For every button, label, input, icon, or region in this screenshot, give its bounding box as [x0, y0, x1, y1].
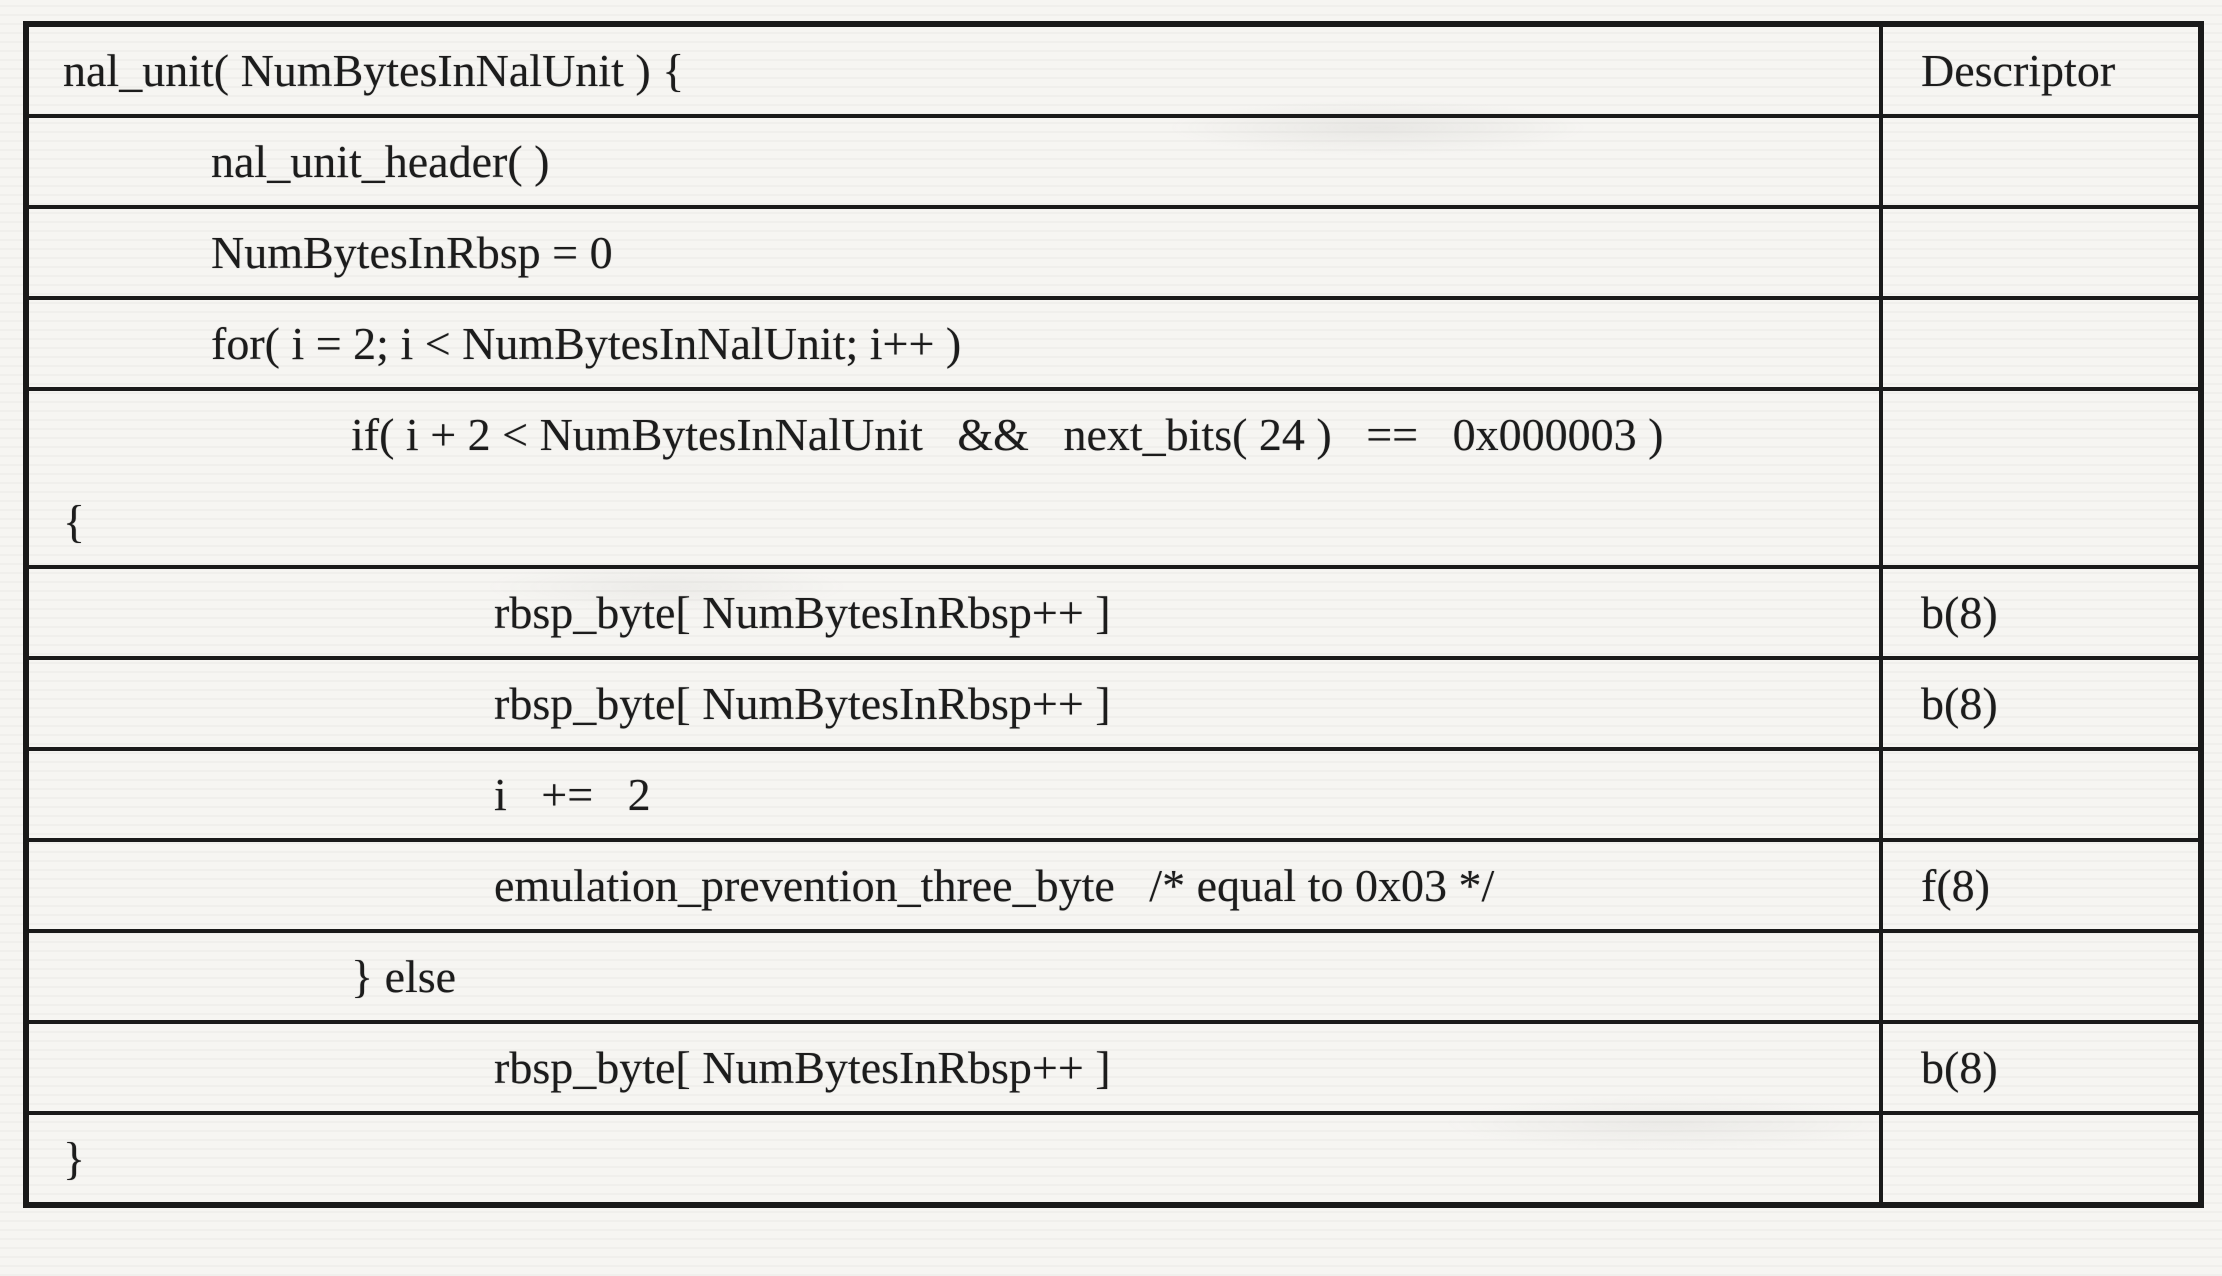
syntax-line: rbsp_byte[ NumBytesInRbsp++ ] — [494, 678, 1111, 729]
descriptor-cell — [1879, 1111, 2203, 1207]
table-row: } else — [24, 929, 2203, 1024]
table-row: i += 2 — [24, 747, 2203, 842]
descriptor-cell: b(8) — [1879, 656, 2203, 751]
syntax-line: nal_unit_header( ) — [211, 136, 550, 187]
syntax-line: for( i = 2; i < NumBytesInNalUnit; i++ ) — [211, 318, 962, 369]
descriptor-cell — [1879, 114, 2203, 209]
table-row: for( i = 2; i < NumBytesInNalUnit; i++ ) — [24, 296, 2203, 391]
table-row: nal_unit_header( ) — [24, 114, 2203, 209]
syntax-cell: emulation_prevention_three_byte /* equal… — [24, 838, 1883, 933]
table-row: if( i + 2 < NumBytesInNalUnit && next_bi… — [24, 387, 2203, 569]
descriptor-cell: b(8) — [1879, 565, 2203, 660]
table-row: emulation_prevention_three_byte /* equal… — [24, 838, 2203, 933]
syntax-line: } — [63, 1133, 86, 1184]
table-row: rbsp_byte[ NumBytesInRbsp++ ] b(8) — [24, 656, 2203, 751]
syntax-cell: rbsp_byte[ NumBytesInRbsp++ ] — [24, 565, 1883, 660]
syntax-cell: i += 2 — [24, 747, 1883, 842]
syntax-line: rbsp_byte[ NumBytesInRbsp++ ] — [494, 587, 1111, 638]
syntax-cell: nal_unit_header( ) — [24, 114, 1883, 209]
table-row: rbsp_byte[ NumBytesInRbsp++ ] b(8) — [24, 1020, 2203, 1115]
syntax-line: NumBytesInRbsp = 0 — [211, 227, 613, 278]
syntax-cell: } else — [24, 929, 1883, 1024]
nal-unit-syntax-table: nal_unit( NumBytesInNalUnit ) { Descripto… — [23, 21, 2204, 1208]
syntax-line: nal_unit( NumBytesInNalUnit ) { — [63, 45, 685, 96]
syntax-table-body: nal_unit( NumBytesInNalUnit ) { Descripto… — [24, 22, 2203, 1207]
descriptor-cell — [1879, 205, 2203, 300]
syntax-cell: nal_unit( NumBytesInNalUnit ) { — [24, 22, 1883, 118]
descriptor-cell — [1879, 387, 2203, 569]
syntax-cell: NumBytesInRbsp = 0 — [24, 205, 1883, 300]
syntax-line: i += 2 — [494, 769, 651, 820]
syntax-cell: rbsp_byte[ NumBytesInRbsp++ ] — [24, 1020, 1883, 1115]
descriptor-cell — [1879, 929, 2203, 1024]
descriptor-cell — [1879, 296, 2203, 391]
syntax-line: { — [63, 496, 86, 547]
syntax-cell: rbsp_byte[ NumBytesInRbsp++ ] — [24, 656, 1883, 751]
descriptor-cell: f(8) — [1879, 838, 2203, 933]
syntax-cell: } — [24, 1111, 1883, 1207]
table-row: nal_unit( NumBytesInNalUnit ) { Descripto… — [24, 22, 2203, 118]
descriptor-cell: b(8) — [1879, 1020, 2203, 1115]
table-row: NumBytesInRbsp = 0 — [24, 205, 2203, 300]
table-row: } — [24, 1111, 2203, 1207]
table-row: rbsp_byte[ NumBytesInRbsp++ ] b(8) — [24, 565, 2203, 660]
descriptor-header-cell: Descriptor — [1879, 22, 2203, 118]
syntax-line: emulation_prevention_three_byte /* equal… — [494, 860, 1495, 911]
syntax-line: } else — [351, 951, 457, 1002]
syntax-cell: for( i = 2; i < NumBytesInNalUnit; i++ ) — [24, 296, 1883, 391]
descriptor-cell — [1879, 747, 2203, 842]
syntax-line: rbsp_byte[ NumBytesInRbsp++ ] — [494, 1042, 1111, 1093]
syntax-line: if( i + 2 < NumBytesInNalUnit && next_bi… — [351, 409, 1664, 460]
syntax-cell: if( i + 2 < NumBytesInNalUnit && next_bi… — [24, 387, 1883, 569]
